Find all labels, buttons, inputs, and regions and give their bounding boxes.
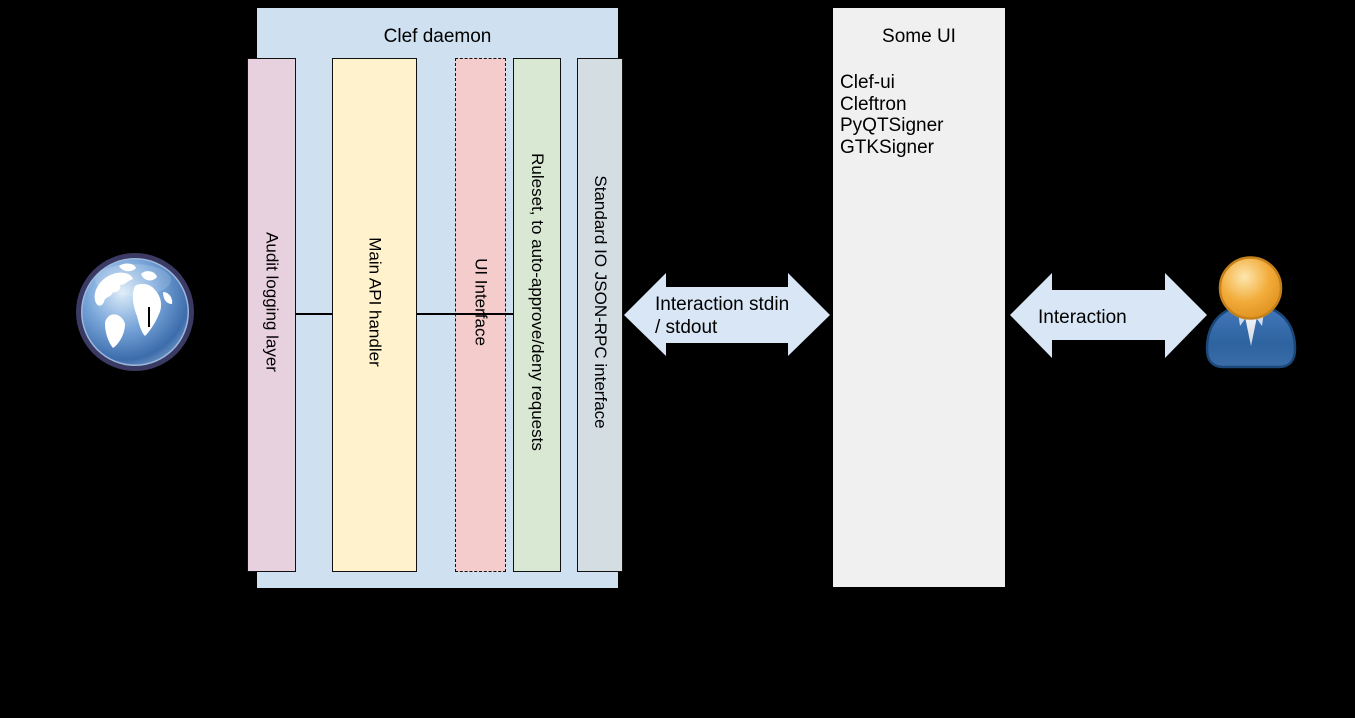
some-ui-list: Clef-ui Cleftron PyQTSigner GTKSigner bbox=[840, 72, 943, 158]
globe-icon bbox=[76, 253, 194, 371]
arrow-label-line2: / stdout bbox=[655, 317, 718, 338]
double-arrow-shape bbox=[624, 273, 830, 356]
bar-ruleset: Ruleset, to auto-approve/deny requests bbox=[513, 58, 561, 572]
arrow-label-stdin-stdout: Interaction stdin / stdout bbox=[655, 293, 789, 339]
bar-main-api-handler-label: Main API handler bbox=[365, 237, 385, 367]
user-icon bbox=[1205, 256, 1297, 369]
connector-line bbox=[149, 313, 513, 315]
list-item: PyQTSigner bbox=[840, 115, 944, 136]
some-ui-title: Some UI bbox=[882, 26, 956, 47]
arrow-label-line1: Interaction bbox=[1038, 307, 1127, 328]
arrow-label-interaction: Interaction bbox=[1038, 306, 1127, 329]
bar-ui-interface-label: UI Interface bbox=[471, 258, 491, 346]
globe-anchor-tick bbox=[148, 307, 150, 327]
bar-audit-logging-layer: Audit logging layer bbox=[247, 58, 296, 572]
interaction-arrow bbox=[1010, 273, 1207, 358]
bar-ui-interface: UI Interface bbox=[455, 58, 506, 572]
bar-audit-logging-layer-label: Audit logging layer bbox=[262, 232, 282, 372]
interaction-stdin-stdout-arrow bbox=[624, 273, 830, 356]
clef-daemon-title: Clef daemon bbox=[383, 26, 492, 47]
bar-stdio-json-rpc: Standard IO JSON-RPC interface bbox=[577, 58, 623, 572]
globe-continents bbox=[94, 263, 173, 348]
user-head bbox=[1218, 256, 1283, 320]
bar-main-api-handler: Main API handler bbox=[332, 58, 417, 572]
list-item: Cleftron bbox=[840, 93, 907, 115]
list-item: GTKSigner bbox=[840, 136, 934, 158]
double-arrow-shape bbox=[1010, 273, 1207, 358]
some-ui-box: Some UI Clef-ui Cleftron PyQTSigner GTKS… bbox=[833, 8, 1005, 587]
list-item: Clef-ui bbox=[840, 72, 895, 93]
clef-daemon-box: Clef daemon bbox=[257, 8, 618, 588]
bar-ruleset-label: Ruleset, to auto-approve/deny requests bbox=[528, 153, 547, 451]
bar-stdio-json-rpc-label: Standard IO JSON-RPC interface bbox=[591, 175, 610, 429]
arrow-label-line1: Interaction stdin bbox=[655, 294, 790, 315]
